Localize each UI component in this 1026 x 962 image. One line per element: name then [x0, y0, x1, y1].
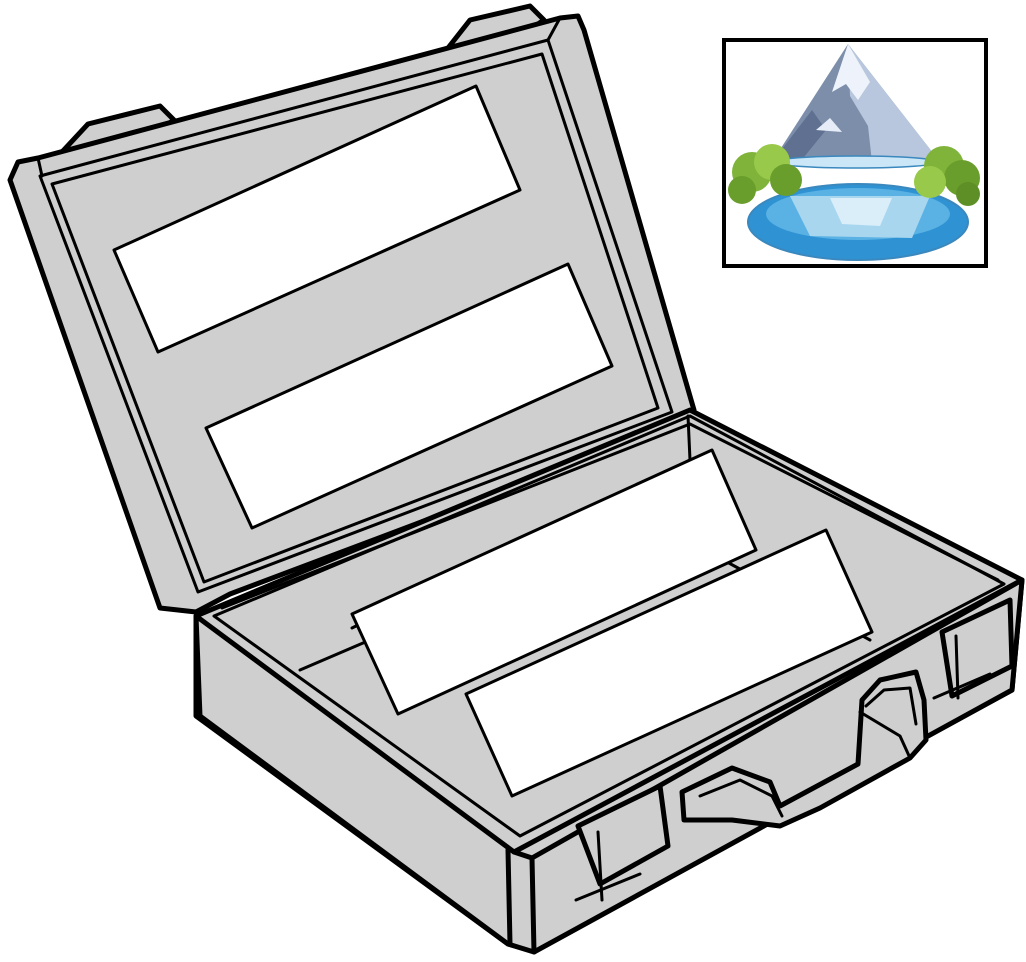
mountain-lake-icon	[724, 40, 986, 266]
